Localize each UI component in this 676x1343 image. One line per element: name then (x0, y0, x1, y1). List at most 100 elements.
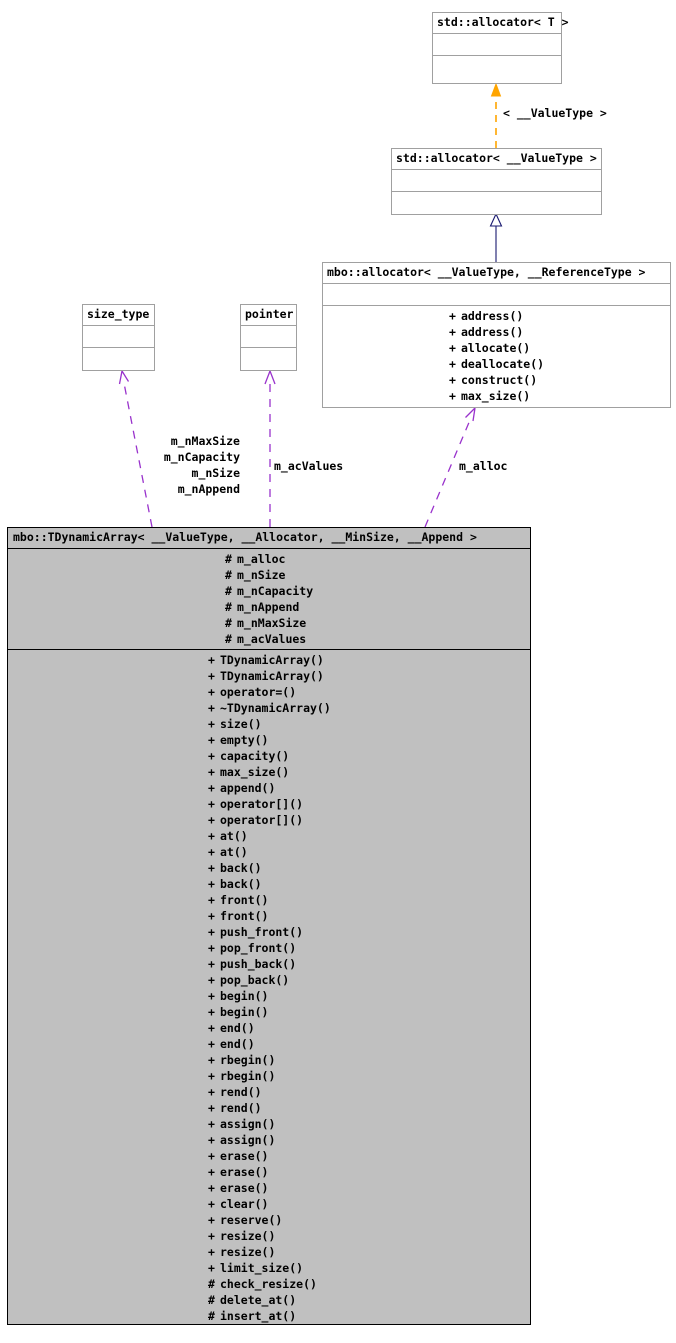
class-member-row: +clear() (8, 1196, 530, 1212)
member-label: empty() (220, 732, 269, 747)
class-member: +clear() (208, 1196, 268, 1212)
member-label: at() (220, 828, 248, 843)
member-visibility-marker: + (449, 324, 456, 339)
member-label: allocate() (461, 340, 531, 355)
class-member: + ~TDynamicArray() (208, 700, 331, 716)
member-visibility-marker: + (449, 372, 456, 387)
class-member-row: +pop_back() (8, 972, 530, 988)
class-member-row: + ~TDynamicArray() (8, 700, 530, 716)
class-member-row: #m_nAppend (8, 599, 530, 615)
class-box-std-allocator-valuetype[interactable]: std::allocator< __ValueType > (391, 148, 602, 215)
member-visibility-marker: # (208, 1292, 215, 1307)
edge-inheritance-mbo-allocator (489, 212, 503, 262)
member-label: m_acValues (237, 631, 307, 646)
class-member: +construct() (449, 372, 537, 388)
member-visibility-marker: + (208, 1020, 215, 1035)
class-operations-compartment-empty (241, 348, 296, 370)
member-visibility-marker: + (208, 764, 215, 779)
class-member-row: + rend() (8, 1084, 530, 1100)
class-member: +deallocate() (449, 356, 544, 372)
class-member-row: +begin() (8, 988, 530, 1004)
member-visibility-marker: # (225, 551, 232, 566)
class-member: +address() (449, 324, 523, 340)
member-visibility-marker: + (208, 1068, 215, 1083)
class-member: +operator[]() (208, 812, 303, 828)
member-label: max_size() (461, 388, 531, 403)
class-member: +operator[]() (208, 796, 303, 812)
class-member: +reserve() (208, 1212, 282, 1228)
member-visibility-marker: + (449, 356, 456, 371)
class-member-row: +capacity() (8, 748, 530, 764)
member-visibility-marker: # (225, 583, 232, 598)
class-attributes-compartment-empty (241, 326, 296, 348)
class-member-row: +back() (8, 876, 530, 892)
member-label: pop_back() (220, 972, 290, 987)
class-member: #m_nSize (225, 567, 285, 583)
member-visibility-marker: + (208, 780, 215, 795)
member-label: rend() (220, 1084, 262, 1099)
class-box-pointer[interactable]: pointer (240, 304, 297, 371)
member-visibility-marker: + (208, 940, 215, 955)
class-member-row: +limit_size() (8, 1260, 530, 1276)
class-member: + empty() (208, 732, 268, 748)
class-member-row: +end() (8, 1036, 530, 1052)
class-member-row: +address() (323, 308, 670, 324)
class-member: +begin() (208, 988, 268, 1004)
member-visibility-marker: + (208, 748, 215, 763)
class-member-row: +operator=() (8, 684, 530, 700)
member-visibility-marker: + (208, 1228, 215, 1243)
member-label: m_nSize (237, 567, 286, 582)
member-visibility-marker: + (208, 1212, 215, 1227)
member-visibility-marker: + (208, 828, 215, 843)
class-member-row: +push_back() (8, 956, 530, 972)
member-label: back() (220, 860, 262, 875)
member-visibility-marker: + (208, 732, 215, 747)
member-label: push_back() (220, 956, 297, 971)
member-visibility-marker: + (208, 1100, 215, 1115)
member-visibility-marker: + (208, 1260, 215, 1275)
class-member-row: #m_nMaxSize (8, 615, 530, 631)
member-visibility-marker: # (225, 631, 232, 646)
class-box-size-type[interactable]: size_type (82, 304, 155, 371)
class-member: +operator=() (208, 684, 296, 700)
class-member: + at() (208, 828, 248, 844)
class-member-row: +resize() (8, 1244, 530, 1260)
member-visibility-marker: + (208, 1164, 215, 1179)
member-label: insert_at() (220, 1308, 297, 1323)
class-title-size-type: size_type (83, 305, 154, 326)
member-visibility-marker: + (208, 844, 215, 859)
class-member: + rbegin() (208, 1052, 275, 1068)
class-box-mbo-tdynamicarray[interactable]: mbo::TDynamicArray< __ValueType, __Alloc… (7, 527, 531, 1325)
member-visibility-marker: + (208, 1052, 215, 1067)
member-visibility-marker: + (449, 308, 456, 323)
member-label: m_alloc (237, 551, 286, 566)
class-title-std-allocator-valuetype: std::allocator< __ValueType > (392, 149, 601, 170)
class-member: +TDynamicArray() (208, 652, 324, 668)
member-label: front() (220, 892, 269, 907)
member-label: delete_at() (220, 1292, 297, 1307)
member-label: rbegin() (220, 1052, 276, 1067)
member-visibility-marker: + (208, 1084, 215, 1099)
class-member-row: +address() (323, 324, 670, 340)
class-member-row: +operator[]() (8, 796, 530, 812)
member-visibility-marker: + (449, 388, 456, 403)
class-member: #m_nAppend (225, 599, 299, 615)
class-box-std-allocator-t[interactable]: std::allocator< T > (432, 12, 569, 84)
class-member-row: # m_acValues (8, 631, 530, 647)
member-visibility-marker: + (208, 700, 215, 715)
member-label: ~TDynamicArray() (220, 700, 331, 715)
class-box-mbo-allocator[interactable]: mbo::allocator< __ValueType, __Reference… (322, 262, 671, 408)
class-operations-compartment-empty (433, 56, 561, 78)
class-operations-compartment: +TDynamicArray()+TDynamicArray()+operato… (8, 650, 530, 1326)
member-visibility-marker: + (208, 892, 215, 907)
class-member-row: +resize() (8, 1228, 530, 1244)
member-label: assign() (220, 1132, 276, 1147)
class-member: # delete_at() (208, 1292, 296, 1308)
class-member-row: + empty() (8, 732, 530, 748)
class-member: +begin() (208, 1004, 268, 1020)
class-member-row: +size() (8, 716, 530, 732)
class-title-mbo-allocator: mbo::allocator< __ValueType, __Reference… (323, 263, 670, 284)
class-member-row: +max_size() (8, 764, 530, 780)
class-title-pointer: pointer (241, 305, 296, 326)
class-member: +push_front() (208, 924, 303, 940)
